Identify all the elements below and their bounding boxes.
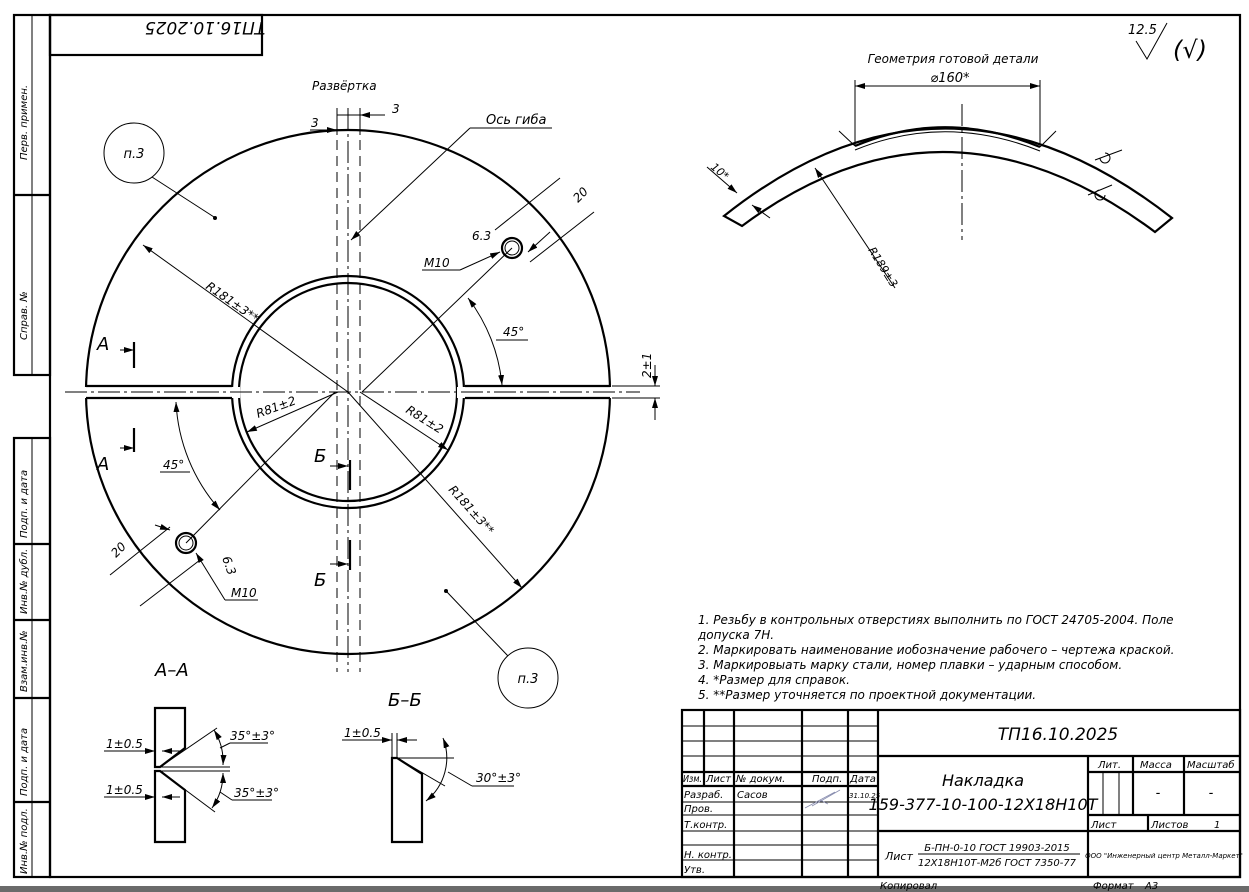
- header-doc: № докум.: [735, 774, 785, 785]
- r-outer-top: R181±3**: [203, 279, 261, 325]
- header-date: Дата: [849, 774, 876, 785]
- role-utv: Утв.: [684, 865, 705, 876]
- sheets-count: 1: [1214, 820, 1220, 831]
- main-view: Развёртка 3 3 Ось гиба п.3 п.3: [65, 79, 660, 709]
- copied-label: Копировал: [880, 881, 938, 892]
- role-razrab: Разраб.: [684, 789, 723, 801]
- hole-top-roughness: 6.3: [472, 229, 491, 243]
- hole-bottom-dim: 20: [108, 539, 129, 560]
- geometry-thickness: 10*: [708, 160, 732, 183]
- side-label: Подп. и дата: [19, 728, 30, 796]
- material-label: Лист: [884, 850, 913, 863]
- role-tkontr: Т.контр.: [684, 820, 727, 831]
- callout-bottom: п.3: [518, 672, 539, 687]
- header-sign: Подп.: [812, 774, 842, 785]
- side-label: Инв.№ подл.: [19, 808, 30, 874]
- side-label: Перв. примен.: [19, 85, 30, 160]
- material-top: Б-ПН-0-10 ГОСТ 19903-2015: [924, 843, 1070, 854]
- section-aa: А–А 1±0.5 1±0.5 35°±3° 35°±3°: [104, 660, 279, 844]
- finished-geometry-view: Геометрия готовой детали ⌀160* 10* R189±…: [706, 52, 1174, 290]
- bend-axis-label: Ось гиба: [486, 113, 546, 128]
- r-inner-right: R81±2: [403, 403, 445, 437]
- aa-angle-1: 35°±3°: [230, 729, 275, 743]
- section-bb-title: Б–Б: [388, 690, 422, 711]
- roughness-value: 12.5: [1128, 23, 1157, 38]
- developer-date: 31.10.25: [849, 792, 881, 800]
- signature: [804, 789, 841, 809]
- side-label: Справ. №: [19, 291, 30, 340]
- aa-angle-2: 35°±3°: [234, 786, 279, 800]
- angle-bottom: 45°: [163, 458, 184, 472]
- note-line: 3. Маркировыать марку стали, номер плавк…: [698, 658, 1122, 672]
- mirrored-code: ТП16.10.2025: [145, 17, 266, 37]
- hole-top-thread: M10: [424, 256, 450, 270]
- main-view-title: Развёртка: [312, 79, 377, 93]
- sheet-label: Лист: [1090, 820, 1118, 831]
- callout-top: п.3: [124, 147, 145, 162]
- side-strip: Перв. примен. Справ. № Подп. и дата Инв.…: [18, 85, 30, 874]
- hole-bottom-thread: M10: [231, 586, 257, 600]
- side-label: Взам.инв.№: [19, 630, 30, 692]
- material-bottom: 12Х18Н10Т-М2б ГОСТ 7350-77: [918, 857, 1077, 869]
- section-bb: Б–Б 1±0.5 30°±3°: [342, 690, 521, 844]
- technical-notes: 1. Резьбу в контрольных отверстиях выпол…: [697, 613, 1174, 702]
- note-line: 5. **Размер уточняется по проектной доку…: [698, 688, 1036, 702]
- lit-label: Лит.: [1097, 760, 1121, 771]
- geometry-diameter: ⌀160*: [930, 71, 970, 86]
- r-outer-bottom: R181±3**: [446, 483, 497, 538]
- aa-dim-2: 1±0.5: [106, 783, 143, 797]
- roughness-symbol: 12.5 (√): [1128, 22, 1207, 64]
- drawing-code: ТП16.10.2025: [998, 725, 1119, 745]
- section-a-mark-bottom: А: [96, 454, 109, 475]
- section-aa-title: А–А: [154, 660, 189, 681]
- note-line: 4. *Размер для справок.: [698, 673, 850, 687]
- format-label: Формат: [1093, 881, 1135, 892]
- hole-top: [500, 236, 524, 260]
- scale-value: -: [1209, 786, 1214, 801]
- section-a-mark-top: А: [96, 334, 109, 355]
- bb-angle: 30°±3°: [476, 771, 521, 785]
- bb-dim: 1±0.5: [344, 726, 381, 740]
- side-label: Подп. и дата: [19, 470, 30, 538]
- hole-top-dim: 20: [570, 184, 591, 205]
- gap-dim: 2±1: [640, 353, 654, 378]
- side-label: Инв.№ дубл.: [18, 549, 30, 614]
- r-inner-left: R81±2: [254, 394, 298, 421]
- roughness-rest: (√): [1173, 36, 1207, 64]
- header-izm: Изм.: [683, 774, 702, 785]
- hole-bottom-roughness: 6.3: [219, 554, 239, 577]
- note-line: допуска 7H.: [697, 628, 774, 642]
- developer-name: Сасов: [737, 790, 768, 801]
- aa-dim-1: 1±0.5: [106, 737, 143, 751]
- angle-top: 45°: [503, 325, 524, 339]
- window-bottom-bar: [0, 886, 1249, 892]
- dim-3-left: 3: [311, 116, 319, 130]
- section-b-mark-bottom: Б: [314, 570, 326, 591]
- hole-bottom: [174, 531, 198, 555]
- title-block: Изм. Лист № докум. Подп. Дата Разраб. Пр…: [680, 708, 1243, 892]
- sheet-frame: [12, 13, 1242, 879]
- company-name: ООО "Инженерный центр Металл-Маркет": [1085, 852, 1243, 860]
- dim-3-right: 3: [392, 102, 400, 116]
- note-line: 2. Маркировать наименование иобозначение…: [698, 643, 1174, 657]
- note-line: 1. Резьбу в контрольных отверстиях выпол…: [698, 613, 1174, 627]
- mass-value: -: [1156, 786, 1161, 801]
- geometry-title: Геометрия готовой детали: [868, 52, 1039, 66]
- sheets-label: Листов: [1150, 820, 1188, 831]
- geometry-radius: R189±3: [865, 245, 900, 290]
- section-b-mark-top: Б: [314, 446, 326, 467]
- role-prov: Пров.: [684, 804, 713, 815]
- scale-label: Масштаб: [1187, 759, 1235, 771]
- format-value: А3: [1144, 881, 1158, 892]
- mass-label: Масса: [1140, 760, 1172, 771]
- role-nkontr: Н. контр.: [684, 850, 732, 861]
- part-designation: 159-377-10-100-12Х18Н10Т: [869, 795, 1099, 814]
- part-name: Накладка: [942, 771, 1024, 790]
- header-list: Лист: [705, 774, 732, 785]
